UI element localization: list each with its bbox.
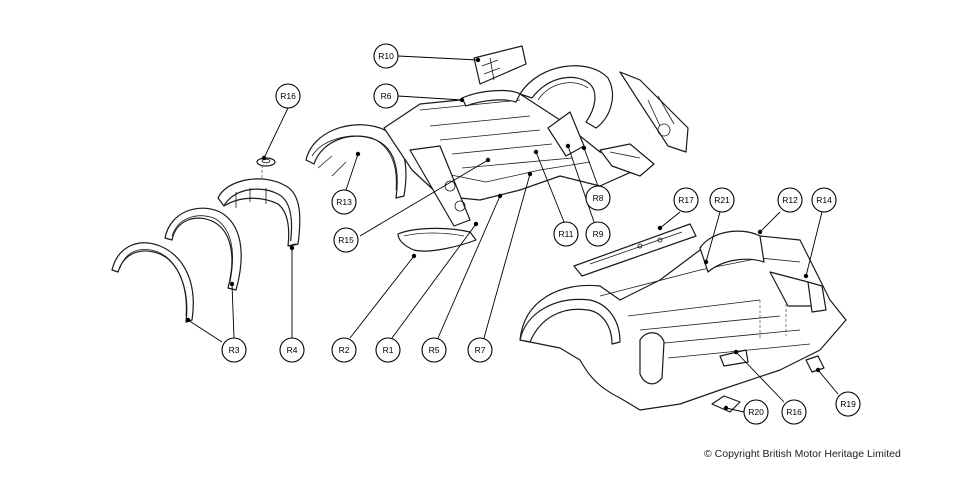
callout-r7: R7 — [467, 337, 493, 363]
callout-r11-label: R11 — [559, 229, 574, 239]
rear-floor-upper-assembly — [383, 45, 689, 227]
callout-r3: R3 — [221, 337, 247, 363]
callout-r19-label: R19 — [840, 399, 856, 409]
callout-r6-label: R6 — [381, 91, 392, 101]
callout-r12: R12 — [777, 187, 803, 213]
callout-r1-label: R1 — [383, 345, 394, 355]
leader-lines — [185, 55, 839, 413]
callout-r20: R20 — [743, 399, 769, 425]
callout-r2: R2 — [331, 337, 357, 363]
rear-body-shell-assembly — [519, 223, 847, 413]
copyright-notice: © Copyright British Motor Heritage Limit… — [704, 448, 901, 460]
callout-r14: R14 — [811, 187, 837, 213]
callout-r21-label: R21 — [714, 195, 730, 205]
grommet-part — [256, 157, 276, 167]
callout-r19: R19 — [835, 391, 861, 417]
callout-r5-label: R5 — [429, 345, 440, 355]
callout-r10-label: R10 — [378, 51, 394, 61]
callout-r15: R15 — [333, 227, 359, 253]
callout-r4: R4 — [279, 337, 305, 363]
callout-r1: R1 — [375, 337, 401, 363]
callout-r12-label: R12 — [782, 195, 798, 205]
wheelarch-r13-part — [305, 124, 407, 199]
r2-panel-part — [397, 227, 477, 252]
callout-r16-grommet: R16 — [275, 83, 301, 109]
callout-r4-label: R4 — [287, 345, 298, 355]
callout-r16-grommet-label: R16 — [280, 91, 296, 101]
callout-r2-label: R2 — [339, 345, 350, 355]
callout-r7-label: R7 — [475, 345, 486, 355]
callout-r13: R13 — [331, 189, 357, 215]
callout-r11: R11 — [553, 221, 579, 247]
callout-r6: R6 — [373, 83, 399, 109]
callout-r13-label: R13 — [336, 197, 352, 207]
callout-r20-label: R20 — [748, 407, 764, 417]
outer-wheel-arch-part — [111, 242, 194, 323]
callout-r17: R17 — [673, 187, 699, 213]
callout-r17-label: R17 — [678, 195, 694, 205]
callout-r21: R21 — [709, 187, 735, 213]
callout-r8-label: R8 — [593, 193, 604, 203]
callout-r15-label: R15 — [338, 235, 354, 245]
callout-r10: R10 — [373, 43, 399, 69]
callout-r16-floor: R16 — [781, 399, 807, 425]
inner-wheel-arch-part — [217, 166, 301, 247]
callout-r16-floor-label: R16 — [786, 407, 802, 417]
callout-r9-label: R9 — [593, 229, 604, 239]
outer-wheel-arch-lip-part — [164, 207, 242, 291]
callout-r8: R8 — [585, 185, 611, 211]
callout-r9: R9 — [585, 221, 611, 247]
callout-r3-label: R3 — [229, 345, 240, 355]
callout-r5: R5 — [421, 337, 447, 363]
callout-r14-label: R14 — [816, 195, 832, 205]
